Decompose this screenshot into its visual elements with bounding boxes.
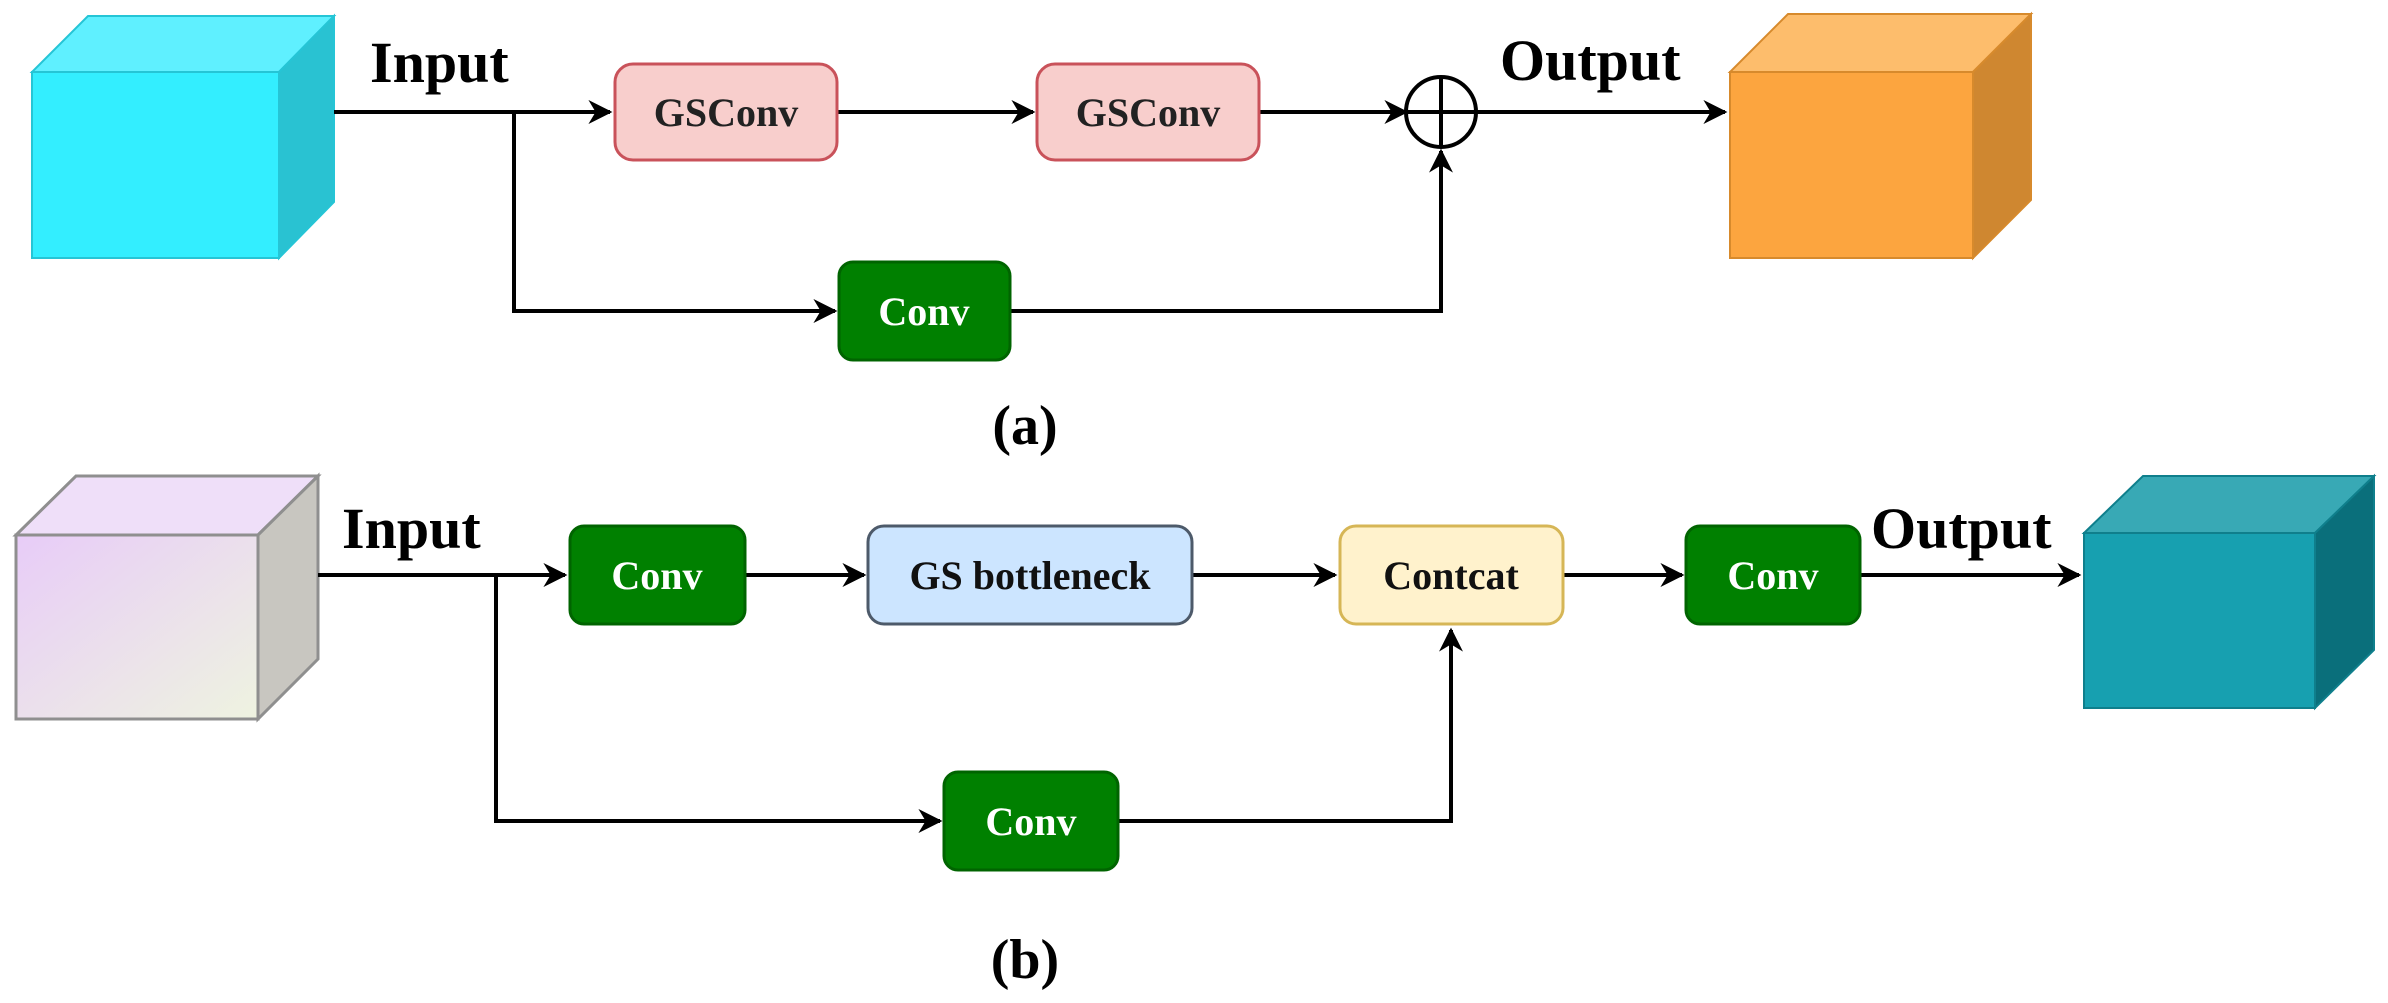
- conv-skip-label-b: Conv: [985, 799, 1076, 844]
- gs-bottleneck-node: GS bottleneck: [866, 524, 1194, 626]
- input-cube-b: [12, 472, 322, 723]
- input-label-a: Input: [370, 30, 509, 95]
- conv-in-label-b: Conv: [611, 553, 702, 598]
- wire-skip-to-conv: [512, 112, 838, 323]
- output-cube-a: [1727, 11, 2034, 261]
- caption-b: (b): [991, 929, 1059, 991]
- conv-out-label-b: Conv: [1727, 553, 1818, 598]
- diagram-a: GSConv GSConv Conv Input Output (a): [29, 11, 2034, 457]
- output-label-a: Output: [1500, 28, 1681, 93]
- gsconv-label-1: GSConv: [654, 90, 799, 135]
- conv-in-node-b: Conv: [568, 524, 747, 626]
- conv-out-node-b: Conv: [1684, 524, 1862, 626]
- gsconv-node-1: GSConv: [613, 62, 839, 162]
- caption-a: (a): [992, 395, 1057, 457]
- wire-skip-to-conv-b: [494, 575, 943, 833]
- add-operator-a: [1404, 75, 1478, 149]
- wire-conv-b-to-concat: [1119, 627, 1463, 823]
- conv-skip-node-a: Conv: [837, 260, 1012, 362]
- gs-bottleneck-label: GS bottleneck: [909, 553, 1151, 598]
- output-label-b: Output: [1871, 496, 2052, 561]
- gsconv-label-2: GSConv: [1076, 90, 1221, 135]
- diagram-b: Conv GS bottleneck Contcat Conv Conv Inp…: [12, 472, 2377, 991]
- conv-skip-node-b: Conv: [942, 770, 1120, 872]
- gsconv-node-2: GSConv: [1035, 62, 1261, 162]
- input-label-b: Input: [342, 496, 481, 561]
- input-cube-a: [29, 13, 337, 261]
- wire-conv-to-add: [1011, 148, 1453, 313]
- output-cube-b: [2081, 473, 2377, 711]
- concat-node: Contcat: [1338, 524, 1565, 626]
- conv-skip-label-a: Conv: [878, 289, 969, 334]
- concat-label: Contcat: [1383, 553, 1519, 598]
